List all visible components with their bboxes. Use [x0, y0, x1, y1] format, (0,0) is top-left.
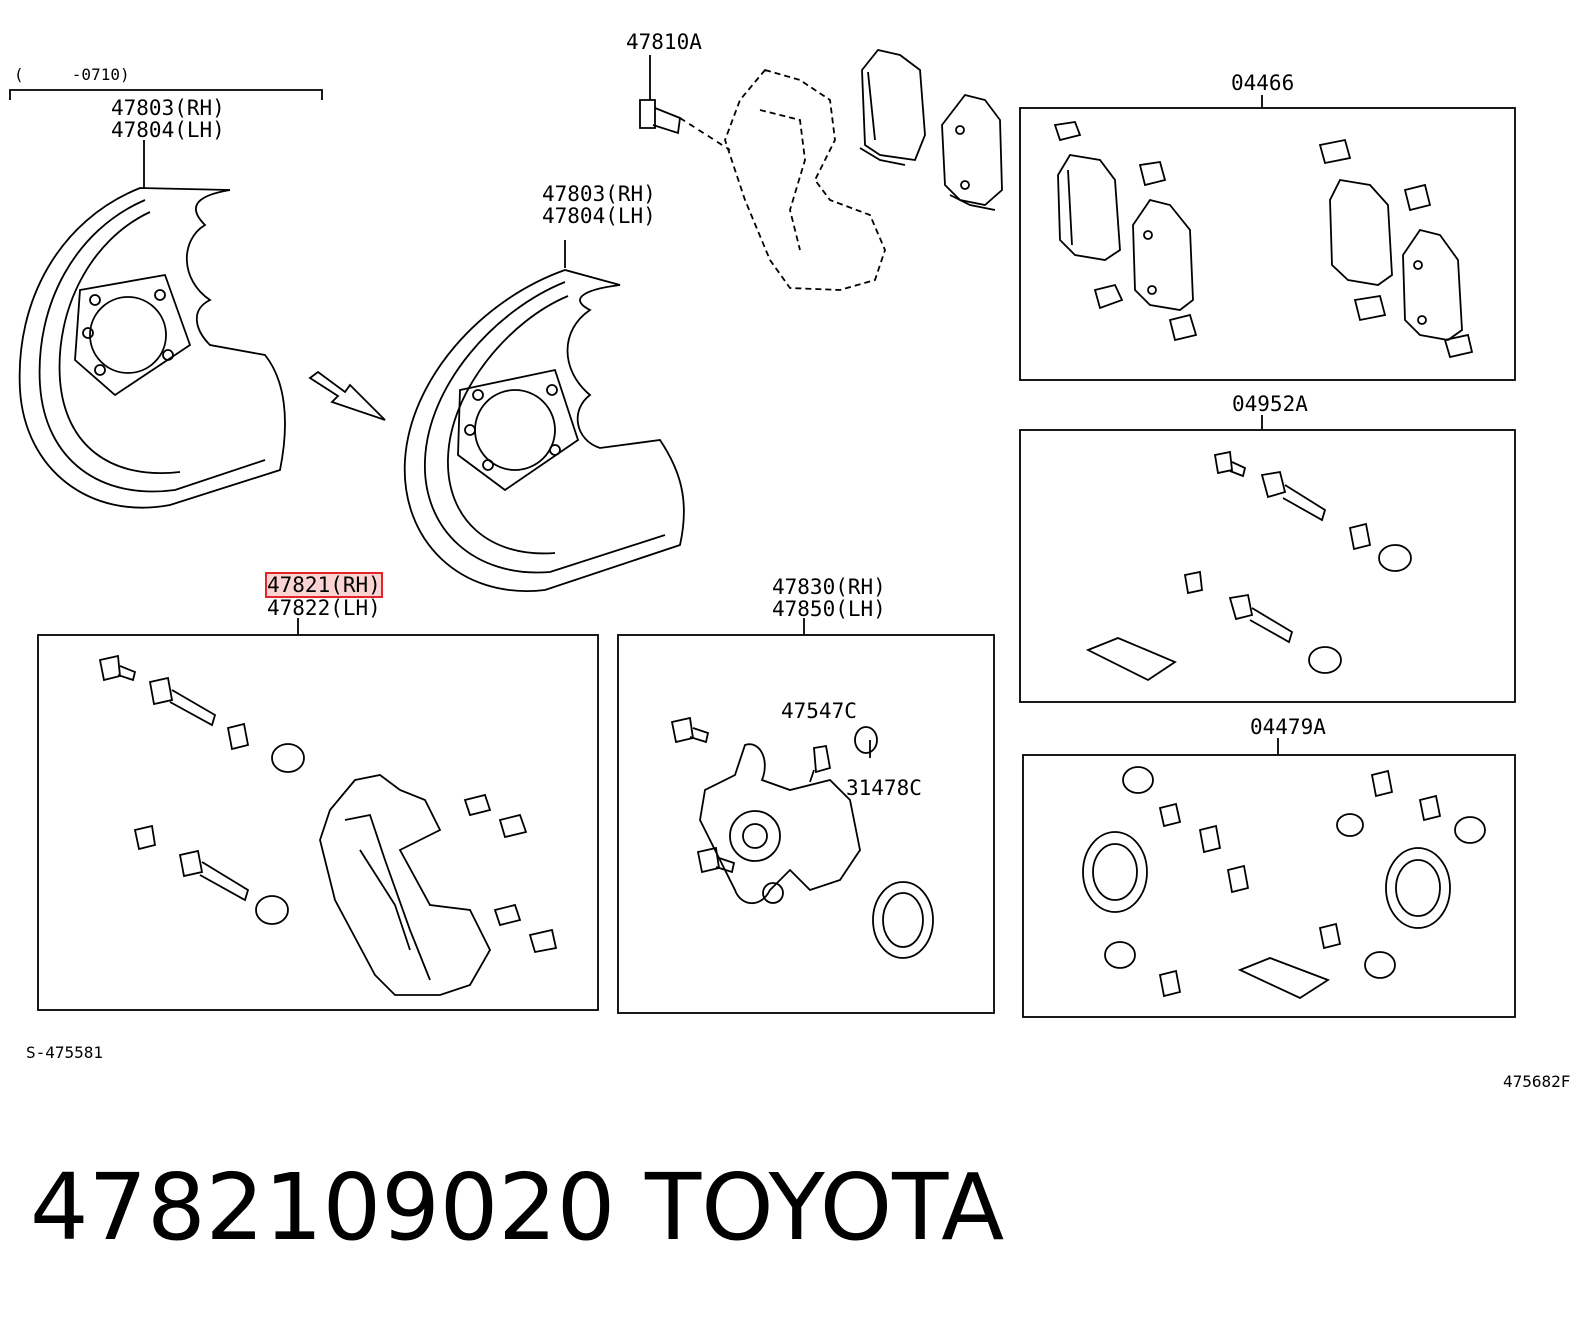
backing-plate-new — [403, 240, 685, 592]
carrier-lh-label[interactable]: 47822(LH) — [267, 596, 381, 620]
date-range-bracket — [9, 89, 323, 188]
caliper-lh-label[interactable]: 47850(LH) — [772, 597, 886, 621]
bolt-47810a — [639, 55, 731, 151]
bolt-part-label[interactable]: 47810A — [626, 30, 702, 54]
bleeder-label[interactable]: 47547C — [781, 699, 857, 723]
carrier-rh-label[interactable]: 47821(RH) — [265, 572, 383, 598]
diagram-code-right: 475682F — [1503, 1072, 1571, 1091]
seal-kit-box — [1022, 738, 1516, 1018]
brake-pads-top — [859, 48, 1003, 211]
backing-plate-old — [18, 187, 286, 509]
caliper-rh-label[interactable]: 47830(RH) — [772, 575, 886, 599]
backing-plate-old-lh-label[interactable]: 47804(LH) — [111, 118, 225, 142]
part-number: 4782109020 — [30, 1154, 616, 1261]
pad-kit-box — [1019, 95, 1516, 381]
pin-kit-box — [1019, 415, 1516, 703]
backing-plate-old-rh-label[interactable]: 47803(RH) — [111, 96, 225, 120]
bleeder-cap-label[interactable]: 31478C — [846, 776, 922, 800]
backing-plate-new-lh-label[interactable]: 47804(LH) — [542, 204, 656, 228]
backing-plate-new-rh-label[interactable]: 47803(RH) — [542, 182, 656, 206]
caliper-box — [617, 618, 995, 1014]
diagram-code-left: S-475581 — [26, 1043, 104, 1062]
carrier-box — [37, 618, 599, 1011]
caliper-outline-dashed — [724, 68, 886, 291]
arrow-icon — [308, 370, 386, 421]
seal-kit-label[interactable]: 04479A — [1250, 715, 1326, 739]
brand-name: TOYOTA — [645, 1154, 1005, 1261]
pin-kit-label[interactable]: 04952A — [1232, 392, 1308, 416]
date-range-label: ( -0710) — [14, 65, 130, 84]
pad-kit-label[interactable]: 04466 — [1231, 71, 1295, 95]
